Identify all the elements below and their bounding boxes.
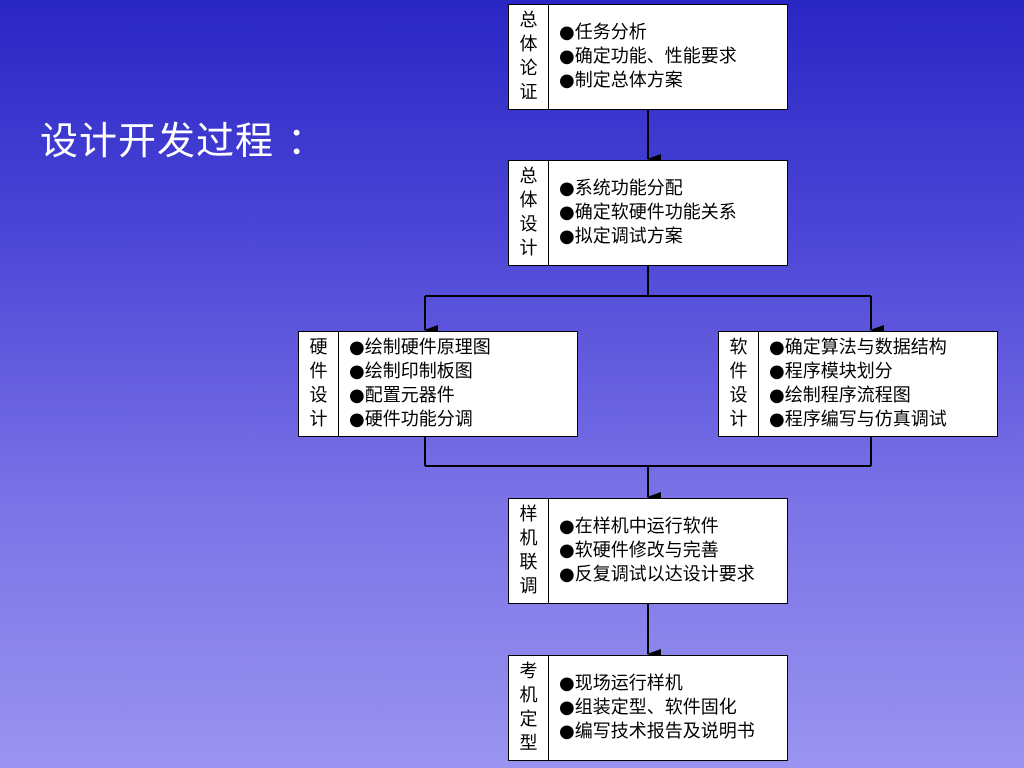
stage-item: 现场运行样机 xyxy=(559,672,787,696)
stage-item: 确定功能、性能要求 xyxy=(559,45,787,69)
stage-title: 总体设计 xyxy=(509,161,549,265)
stage-item: 在样机中运行软件 xyxy=(559,515,787,539)
stage-item: 编写技术报告及说明书 xyxy=(559,720,787,744)
stage-item: 组装定型、软件固化 xyxy=(559,696,787,720)
stage-item: 软硬件修改与完善 xyxy=(559,539,787,563)
stage-item: 绘制印制板图 xyxy=(349,360,577,384)
stage-item: 确定算法与数据结构 xyxy=(769,336,997,360)
stage-box: 软件设计确定算法与数据结构程序模块划分绘制程序流程图程序编写与仿真调试 xyxy=(718,331,998,437)
page-title: 设计开发过程 ： xyxy=(40,119,327,163)
stage-item: 任务分析 xyxy=(559,21,787,45)
stage-item: 绘制硬件原理图 xyxy=(349,336,577,360)
stage-items: 现场运行样机组装定型、软件固化编写技术报告及说明书 xyxy=(549,656,787,760)
stage-items: 任务分析确定功能、性能要求制定总体方案 xyxy=(549,5,787,109)
stage-item: 程序编写与仿真调试 xyxy=(769,408,997,432)
stage-item: 拟定调试方案 xyxy=(559,225,787,249)
stage-item: 系统功能分配 xyxy=(559,177,787,201)
stage-item: 程序模块划分 xyxy=(769,360,997,384)
stage-title: 总体论证 xyxy=(509,5,549,109)
stage-item: 配置元器件 xyxy=(349,384,577,408)
stage-items: 确定算法与数据结构程序模块划分绘制程序流程图程序编写与仿真调试 xyxy=(759,332,997,436)
stage-box: 样机联调在样机中运行软件软硬件修改与完善反复调试以达设计要求 xyxy=(508,498,788,604)
stage-title: 软件设计 xyxy=(719,332,759,436)
stage-box: 总体设计系统功能分配确定软硬件功能关系拟定调试方案 xyxy=(508,160,788,266)
stage-item: 确定软硬件功能关系 xyxy=(559,201,787,225)
stage-title: 考机定型 xyxy=(509,656,549,760)
stage-item: 绘制程序流程图 xyxy=(769,384,997,408)
stage-box: 总体论证任务分析确定功能、性能要求制定总体方案 xyxy=(508,4,788,110)
stage-items: 在样机中运行软件软硬件修改与完善反复调试以达设计要求 xyxy=(549,499,787,603)
stage-items: 绘制硬件原理图绘制印制板图配置元器件硬件功能分调 xyxy=(339,332,577,436)
stage-box: 考机定型现场运行样机组装定型、软件固化编写技术报告及说明书 xyxy=(508,655,788,761)
stage-title: 硬件设计 xyxy=(299,332,339,436)
stage-box: 硬件设计绘制硬件原理图绘制印制板图配置元器件硬件功能分调 xyxy=(298,331,578,437)
stage-item: 制定总体方案 xyxy=(559,69,787,93)
stage-items: 系统功能分配确定软硬件功能关系拟定调试方案 xyxy=(549,161,787,265)
stage-item: 反复调试以达设计要求 xyxy=(559,563,787,587)
stage-title: 样机联调 xyxy=(509,499,549,603)
stage-item: 硬件功能分调 xyxy=(349,408,577,432)
